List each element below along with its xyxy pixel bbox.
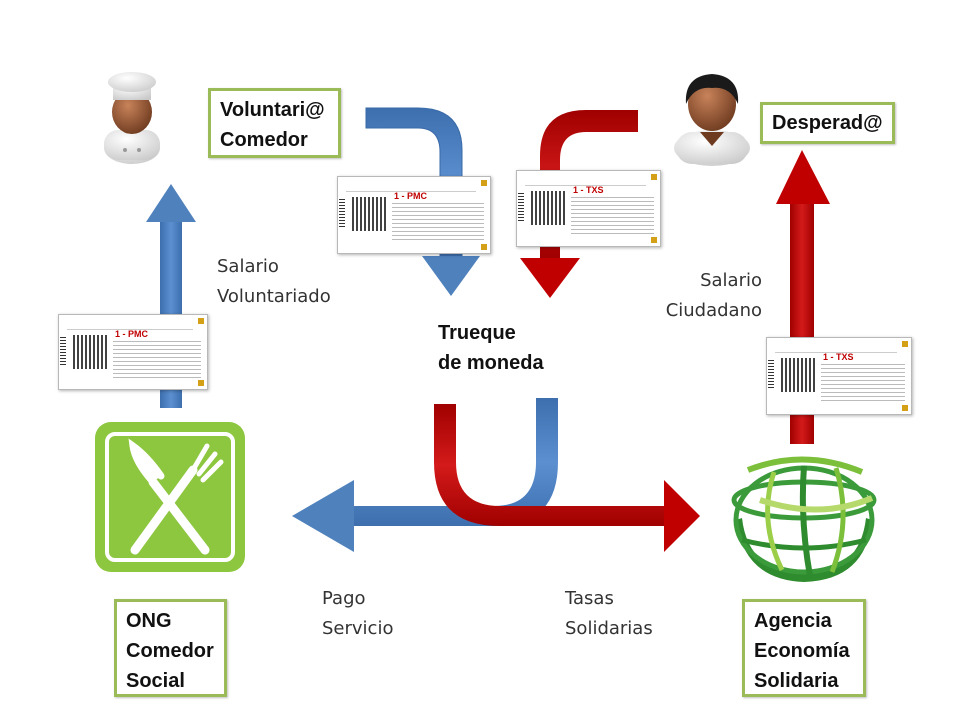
ticket-pmc-center: 1 - PMC [337,176,491,254]
qr-code-icon [73,335,107,369]
label-line: de moneda [438,352,544,374]
ticket-code: 1 - TXS [823,352,854,362]
ticket-corner [902,341,908,347]
label-line: Tasas [565,588,614,609]
ticket-corner [651,174,657,180]
node-ong-comedor-social: ONG Comedor Social [114,599,227,697]
label-line: Voluntariado [217,286,331,307]
label-tasas-solidarias: Tasas Solidarias [565,584,653,644]
arrow-pago-servicio [292,398,558,552]
ticket-text [113,341,201,379]
ong-logo-frame [105,432,235,562]
qr-code-icon [352,197,386,231]
ong-logo [95,422,245,572]
label-salario-voluntariado: Salario Voluntariado [217,252,331,312]
label-line: Salario [217,256,279,277]
ticket-barcode [768,360,774,390]
qr-code-icon [781,358,815,392]
chef-person-icon [104,72,160,164]
ticket-code: 1 - PMC [115,329,149,339]
qr-code-icon [531,191,565,225]
person-icon [674,74,750,166]
ticket-txs-right: 1 - TXS [766,337,912,415]
ticket-code: 1 - TXS [573,185,604,195]
ticket-barcode [339,199,345,229]
ticket-header [775,340,897,353]
label-trueque-de-moneda: Trueque de moneda [438,318,544,378]
ticket-corner [902,405,908,411]
ticket-text [571,197,654,236]
label-line: Ciudadano [665,300,762,321]
ticket-header [346,179,476,192]
node-line: Desperad@ [772,112,883,134]
ticket-text [392,203,484,243]
label-line: Pago [322,588,366,609]
label-salario-ciudadano: Salario Ciudadano [652,266,762,326]
node-line: Agencia [754,610,832,632]
node-voluntario-comedor: Voluntari@ Comedor [208,88,341,158]
node-line: Comedor [126,640,214,662]
ticket-corner [481,180,487,186]
ticket-barcode [60,337,66,367]
arrow-tasas-solidarias [434,404,700,552]
label-pago-servicio: Pago Servicio [322,584,393,644]
ticket-code: 1 - PMC [394,191,428,201]
ticket-header [525,173,646,186]
ticket-text [821,364,905,404]
ticket-barcode [518,193,524,223]
globe-icon [731,456,877,582]
node-line: Solidaria [754,670,839,692]
ticket-header [67,317,193,330]
ticket-corner [651,237,657,243]
label-line: Trueque [438,322,516,344]
node-agencia-economia-solidaria: Agencia Economía Solidaria [742,599,866,697]
node-line: Comedor [220,129,308,151]
fork-knife-icon [128,438,224,555]
ticket-corner [481,244,487,250]
ticket-pmc-left: 1 - PMC [58,314,208,390]
node-line: Economía [754,640,850,662]
label-line: Solidarias [565,618,653,639]
label-line: Salario [700,270,762,291]
label-line: Servicio [322,618,394,639]
node-line: Social [126,670,185,692]
node-line: ONG [126,610,172,632]
ticket-corner [198,380,204,386]
ticket-txs-center: 1 - TXS [516,170,661,247]
node-desperado: Desperad@ [760,102,895,144]
ticket-corner [198,318,204,324]
node-line: Voluntari@ [220,99,325,121]
